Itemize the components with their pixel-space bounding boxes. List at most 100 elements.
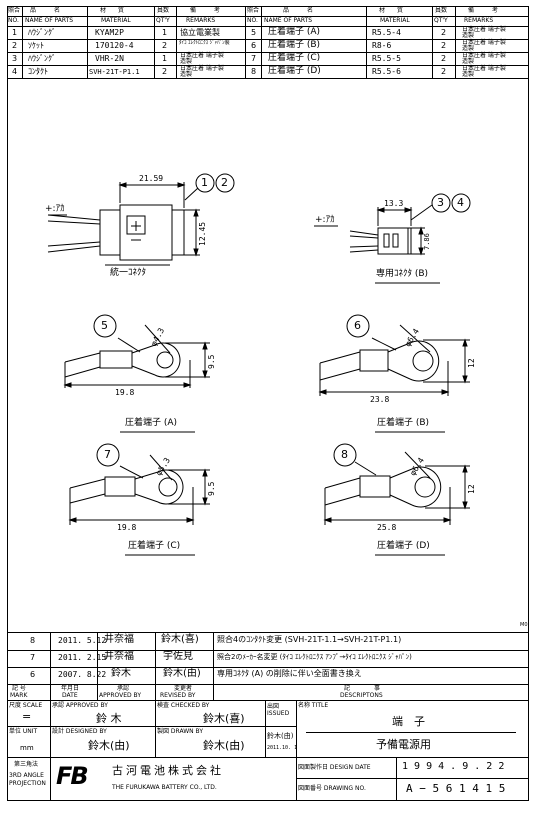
company-logo: FB — [56, 762, 89, 790]
terminal-a-drawing — [63, 324, 210, 433]
rev-desc: 専用ｺﾈｸﾀ (A) の削除に伴い全面書き換え — [217, 669, 362, 678]
balloon-label: 5 — [101, 319, 108, 332]
part-name: 圧着端子 (A) — [268, 27, 321, 37]
connector-b-drawing — [314, 204, 440, 284]
part-remarks: 日本圧着 端子製造製 — [180, 65, 224, 78]
part-remarks: 日本圧着 端子製造製 — [180, 52, 224, 65]
rev-header-mark: 記 号 — [12, 685, 26, 692]
issued-value: 鈴木(由) — [267, 732, 294, 740]
terminal-c-len: 19.8 — [117, 523, 137, 532]
balloon-1 — [195, 173, 215, 193]
balloon-label: 8 — [341, 448, 348, 461]
design-date-label: 図面製作日 DESIGN DATE — [298, 764, 371, 771]
rev-header-date-en: DATE — [62, 692, 78, 699]
header-remarks-2: 備 考 — [468, 7, 499, 14]
dim-a-height: 12.45 — [198, 221, 207, 246]
connector-a-label: 統一ｺﾈｸﾀ — [110, 268, 147, 278]
rev-approved: 井奈福 — [104, 651, 134, 662]
scale-value: = — [22, 710, 32, 723]
projection-jp: 第三角法 — [14, 761, 39, 768]
part-remarks: 日本圧着 端子製造製 — [462, 65, 506, 78]
terminal-b-len: 23.8 — [370, 395, 390, 404]
balloon-5 — [93, 314, 117, 338]
drawing-no-label: 図面番号 DRAWING NO. — [298, 785, 366, 792]
wire-label-b: +:ｱｶ — [315, 215, 335, 225]
balloon-label: 4 — [457, 196, 464, 209]
rev-date: 2011. 2.15 — [58, 653, 107, 662]
header-qty: 員数 — [157, 7, 170, 14]
rev-header-approved-en: APPROVED BY — [99, 692, 142, 699]
balloon-label: 7 — [104, 448, 111, 461]
header-qty-en: QT'Y — [156, 17, 170, 24]
part-qty: 1 — [162, 54, 168, 63]
drawing-sheet — [7, 6, 529, 801]
part-no: 2 — [12, 41, 18, 50]
balloon-label: 3 — [437, 196, 444, 209]
rev-mark: 7 — [30, 653, 36, 662]
rev-header-date: 年月日 — [61, 685, 80, 692]
part-qty: 1 — [162, 28, 168, 37]
part-material: VHR-2N — [95, 54, 124, 63]
header-name-en: NAME OF PARTS — [25, 17, 74, 24]
part-qty: 2 — [162, 41, 168, 50]
header-material: 材 質 — [100, 7, 125, 14]
rev-header-revised: 変更者 — [174, 685, 193, 692]
part-name: ｿｹｯﾄ — [28, 41, 44, 50]
balloon-8 — [333, 443, 357, 467]
terminal-a-w: 9.5 — [207, 354, 216, 369]
drawn-label: 製図 DRAWN BY — [157, 728, 204, 735]
terminal-b-drawing — [318, 324, 470, 433]
part-qty: 2 — [441, 67, 447, 76]
part-name: 圧着端子 (C) — [268, 53, 321, 63]
part-remarks: 日本圧着 端子製造製 — [462, 39, 506, 52]
terminal-d-label: 圧着端子 (D) — [377, 541, 430, 551]
design-date: 1 9 9 4 . 9 . 2 2 — [402, 761, 505, 772]
part-no: 7 — [251, 54, 257, 63]
issued-date: 2011.10. 1 — [267, 745, 298, 751]
header-material-2: 材 質 — [379, 7, 404, 14]
balloon-3 — [431, 193, 451, 213]
dim-b-width: 13.3 — [384, 199, 404, 208]
part-material: 170120-4 — [95, 41, 134, 50]
header-material-en: MATERIAL — [101, 17, 131, 24]
rev-revised: 鈴木(喜) — [161, 634, 199, 645]
part-name: ﾊｳｼﾞﾝｸﾞ — [28, 28, 56, 37]
rev-header-desc-en: DESCRIPTONS — [340, 692, 383, 699]
part-qty: 2 — [162, 67, 168, 76]
header-no-2: 照合 — [247, 7, 260, 14]
terminal-d-len: 25.8 — [377, 523, 397, 532]
terminal-a-len: 19.8 — [115, 388, 135, 397]
terminal-a-label: 圧着端子 (A) — [125, 418, 178, 428]
header-qty-en-2: QT'Y — [434, 17, 448, 24]
balloon-label: 2 — [221, 176, 228, 189]
part-material: SVH-21T-P1.1 — [89, 68, 140, 76]
part-qty: 2 — [441, 41, 447, 50]
terminal-c-drawing — [68, 454, 210, 556]
part-material: R5.5-6 — [372, 67, 401, 76]
part-qty: 2 — [441, 28, 447, 37]
balloon-4 — [451, 193, 471, 213]
title-sub: 予備電源用 — [376, 738, 431, 751]
title-main: 端 子 — [392, 715, 425, 728]
header-remarks-en: REMARKS — [186, 17, 216, 24]
terminal-b-w: 12 — [467, 358, 476, 368]
rev-mark: 6 — [30, 670, 36, 679]
part-material: KYAM2P — [95, 28, 124, 37]
unit-label: 単位 UNIT — [9, 728, 38, 735]
dim-b-height: 7.86 — [423, 233, 431, 250]
part-no: 8 — [251, 67, 257, 76]
title-label: 名称 TITLE — [298, 702, 329, 709]
balloon-6 — [346, 314, 370, 338]
approved-label: 承認 APPROVED BY — [52, 702, 108, 709]
header-no-en: NO. — [8, 17, 19, 24]
terminal-c-label: 圧着端子 (C) — [128, 541, 181, 551]
company-en: THE FURUKAWA BATTERY CO., LTD. — [112, 784, 217, 791]
part-no: 6 — [251, 41, 257, 50]
part-no: 5 — [251, 28, 257, 37]
projection-en: 3RD ANGLE PROJECTION — [9, 772, 46, 787]
balloon-label: 6 — [354, 319, 361, 332]
designed-value: 鈴木(由) — [88, 739, 130, 752]
part-no: 4 — [12, 67, 18, 76]
part-remarks: 協立電業製 — [180, 28, 220, 37]
